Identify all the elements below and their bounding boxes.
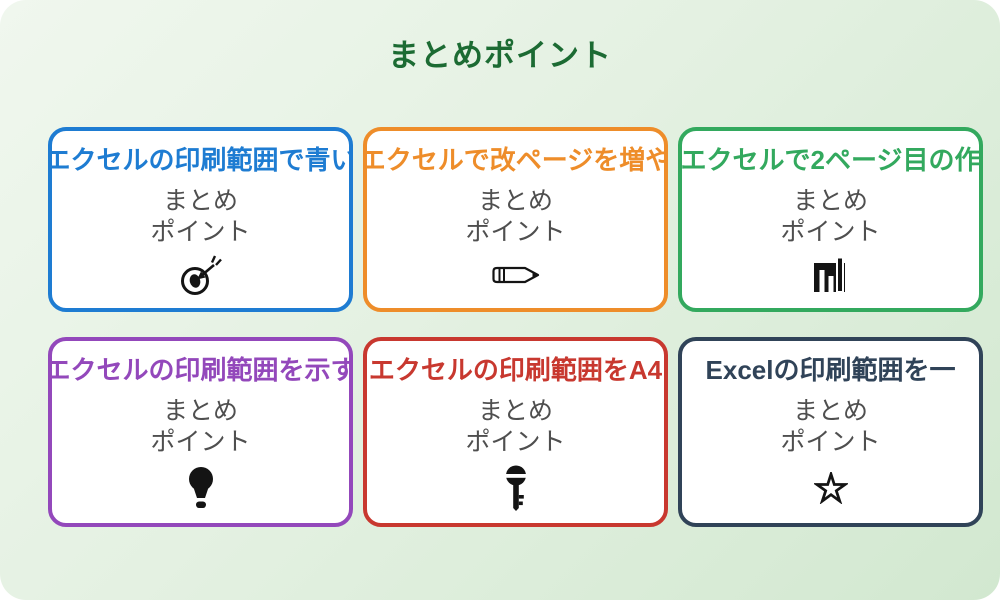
card-grid: エクセルの印刷範囲で青い まとめ ポイント エクセルで改ページを増や	[48, 127, 983, 527]
card-title: エクセルの印刷範囲を示す	[52, 355, 349, 385]
card-subtitle: まとめ ポイント	[780, 187, 881, 246]
card-print-range-blue[interactable]: エクセルの印刷範囲で青い まとめ ポイント	[48, 127, 353, 312]
card-excel-print-range[interactable]: Excelの印刷範囲を一 まとめ ポイント	[678, 337, 983, 527]
card-title: エクセルの印刷範囲をA4	[368, 355, 663, 385]
card-title: エクセルの印刷範囲で青い	[52, 145, 349, 175]
card-subtitle: まとめ ポイント	[150, 397, 251, 456]
dart-target-icon	[178, 248, 224, 308]
card-second-page[interactable]: エクセルで2ページ目の作 まとめ ポイント	[678, 127, 983, 312]
pencil-icon	[490, 248, 542, 308]
card-subtitle: まとめ ポイント	[465, 187, 566, 246]
page-title: まとめポイント	[388, 38, 612, 73]
card-subtitle: まとめ ポイント	[465, 397, 566, 456]
card-title: エクセルで2ページ目の作	[682, 145, 979, 175]
key-icon	[503, 458, 529, 523]
bar-chart-icon	[811, 248, 851, 308]
card-print-range-a4[interactable]: エクセルの印刷範囲をA4 まとめ ポイント	[363, 337, 668, 527]
card-page-break[interactable]: エクセルで改ページを増や まとめ ポイント	[363, 127, 668, 312]
card-title: エクセルで改ページを増や	[367, 145, 664, 175]
star-icon	[813, 458, 848, 523]
card-show-print-range[interactable]: エクセルの印刷範囲を示す まとめ ポイント	[48, 337, 353, 527]
card-title: Excelの印刷範囲を一	[705, 355, 956, 385]
card-subtitle: まとめ ポイント	[780, 397, 881, 456]
card-subtitle: まとめ ポイント	[150, 187, 251, 246]
lightbulb-icon	[187, 458, 215, 523]
